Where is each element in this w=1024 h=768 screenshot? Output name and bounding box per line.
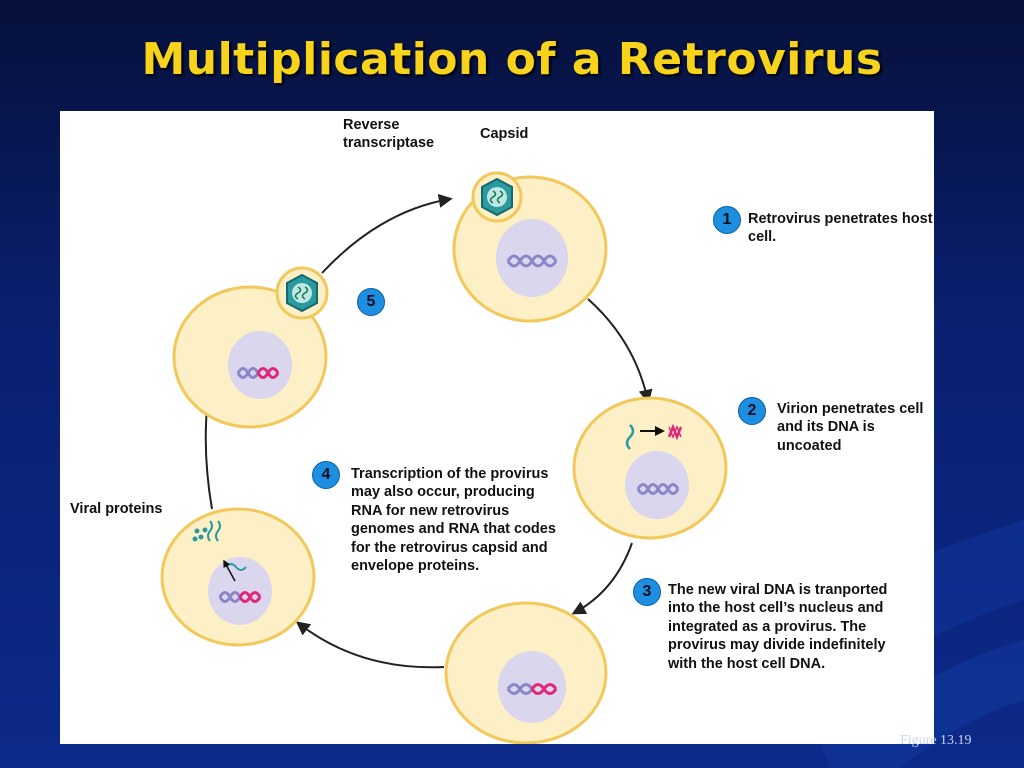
label-capsid: Capsid bbox=[480, 126, 529, 142]
cycle-arrow-2-to-3 bbox=[571, 542, 633, 615]
step-1-badge: 1 bbox=[713, 206, 741, 234]
figure-reference: Figure 13.19 bbox=[900, 733, 972, 748]
cycle-arrow-1-to-2 bbox=[587, 298, 653, 404]
label-viral-proteins: Viral proteins bbox=[70, 501, 163, 517]
host-cell-step2 bbox=[572, 396, 728, 540]
host-cell-step5 bbox=[172, 266, 329, 429]
step-3-text: The new viral DNA is tranported into the… bbox=[668, 582, 888, 672]
step-5-badge: 5 bbox=[357, 288, 385, 316]
step-2-text: Virion penetrates cell and its DNA is un… bbox=[777, 401, 924, 454]
host-cell-step4 bbox=[160, 507, 316, 647]
label-reverse-transcriptase: Reverse transcriptase bbox=[343, 117, 435, 151]
retrovirus-cycle-diagram bbox=[160, 171, 728, 744]
slide-title: Multiplication of a Retrovirus bbox=[141, 34, 883, 85]
host-cell-step1 bbox=[452, 171, 608, 323]
step-3-badge: 3 bbox=[633, 578, 661, 606]
diagram-panel: Reverse transcriptase Capsid Viral prote… bbox=[60, 111, 934, 744]
step-4-badge: 4 bbox=[312, 461, 340, 489]
host-cell-step3 bbox=[444, 601, 608, 744]
step-1-text: Retrovirus penetrates host cell. bbox=[748, 211, 933, 246]
step-4-text: Transcription of the provirus may also o… bbox=[351, 466, 556, 575]
step-2-badge: 2 bbox=[738, 397, 766, 425]
cycle-arrow-5-to-1 bbox=[321, 193, 453, 274]
cycle-arrow-3-to-4 bbox=[295, 621, 445, 669]
